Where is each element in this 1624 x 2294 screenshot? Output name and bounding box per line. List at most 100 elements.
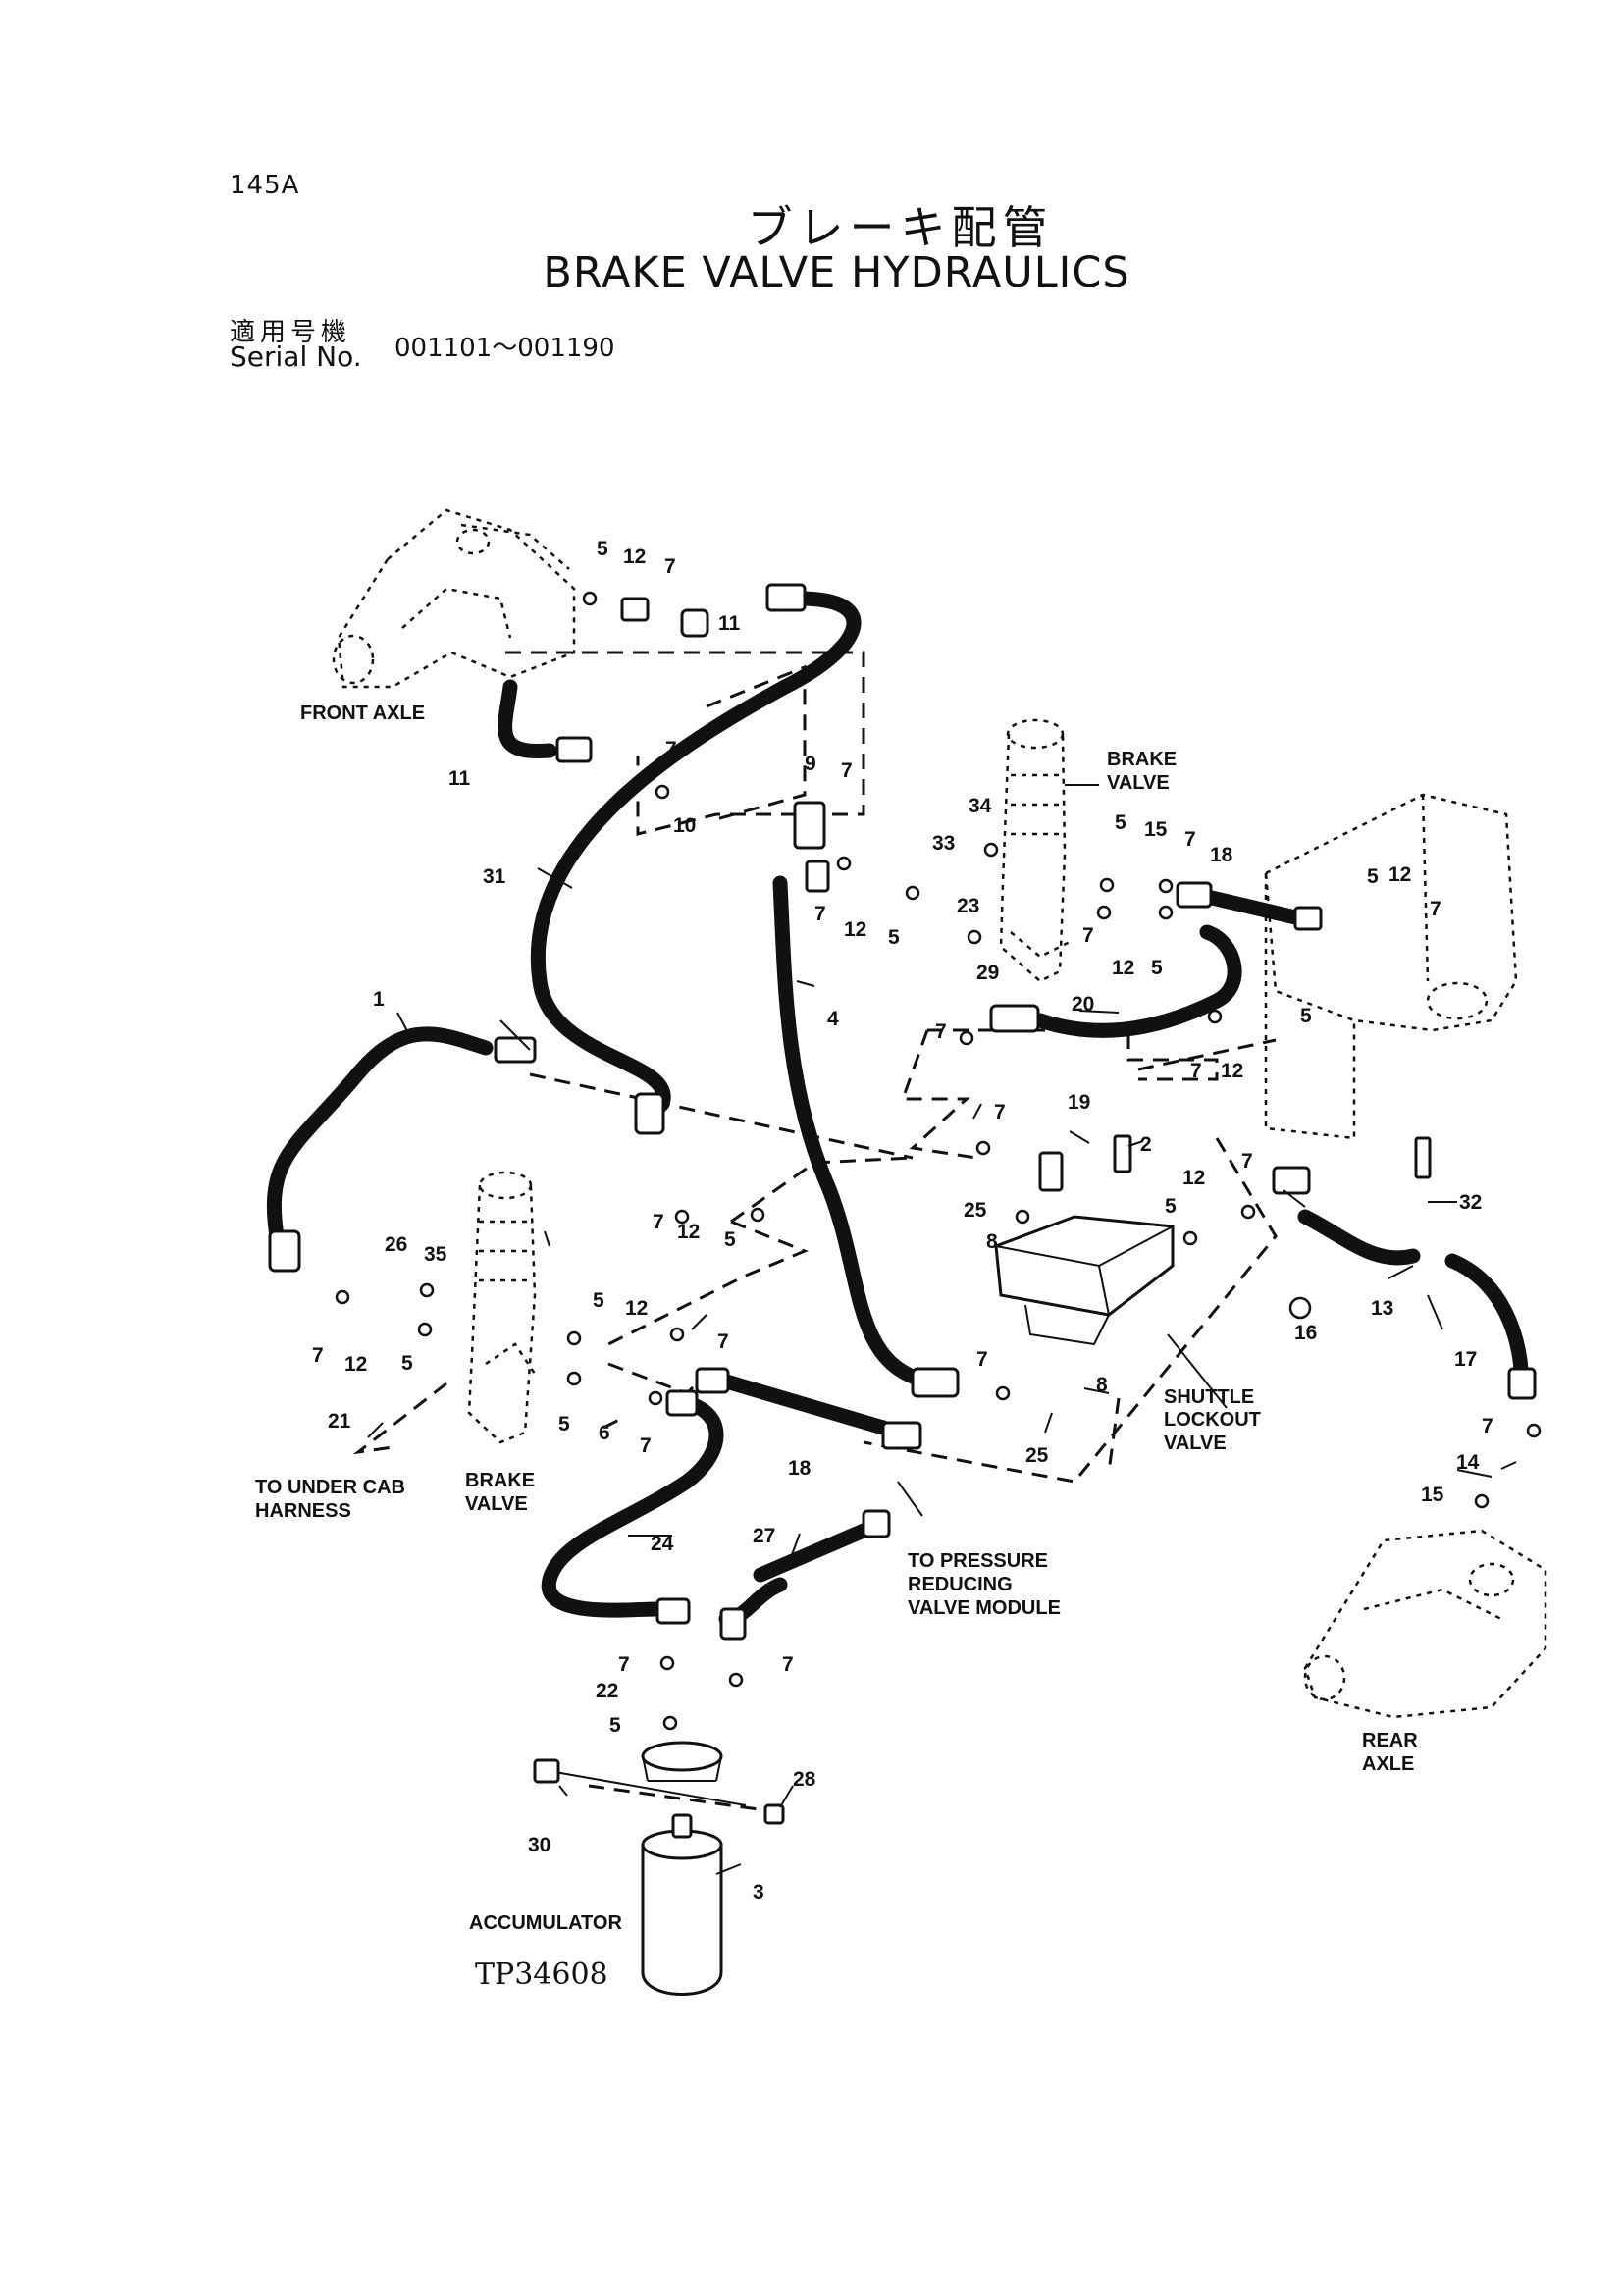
callout: 5 bbox=[1115, 811, 1126, 834]
callout: 26 bbox=[385, 1233, 407, 1256]
fittings bbox=[268, 583, 1537, 1641]
leader-lines bbox=[367, 784, 1517, 1875]
callout: 19 bbox=[1068, 1091, 1090, 1114]
callout: 5 bbox=[401, 1352, 413, 1375]
serial-label: Serial No. bbox=[230, 340, 362, 373]
callout: 5 bbox=[609, 1714, 621, 1737]
callout: 20 bbox=[1072, 993, 1094, 1016]
hose-18-bottom bbox=[708, 1371, 891, 1435]
serial-range: 001101～001190 bbox=[394, 334, 615, 363]
label-shuttle-1: SHUTTLE bbox=[1164, 1386, 1254, 1408]
callout: 30 bbox=[528, 1834, 550, 1856]
callout: 7 bbox=[312, 1344, 324, 1367]
hoses bbox=[266, 591, 1529, 1627]
callout: 1 bbox=[373, 988, 385, 1011]
callout: 7 bbox=[841, 759, 853, 782]
callout: 16 bbox=[1294, 1322, 1317, 1344]
callout: 21 bbox=[328, 1410, 351, 1433]
callout: 5 bbox=[1367, 865, 1379, 888]
callout: 5 bbox=[1300, 1005, 1312, 1027]
callout: 7 bbox=[976, 1348, 988, 1371]
callout: 7 bbox=[1184, 828, 1196, 851]
callout: 2 bbox=[1140, 1133, 1152, 1156]
label-pressure-3: VALVE MODULE bbox=[908, 1597, 1061, 1619]
page-code: 145A bbox=[230, 171, 300, 200]
callout: 18 bbox=[1210, 844, 1233, 866]
callout: 4 bbox=[827, 1008, 839, 1030]
drawing-reference: TP34608 bbox=[475, 1957, 608, 1992]
callout: 32 bbox=[1459, 1191, 1482, 1214]
callout: 11 bbox=[718, 612, 741, 635]
hose-20 bbox=[1032, 924, 1242, 1038]
label-pressure-2: REDUCING bbox=[908, 1574, 1013, 1595]
callout: 10 bbox=[673, 814, 696, 837]
callout: 7 bbox=[653, 1211, 664, 1233]
label-brake-valve-top-1: BRAKE bbox=[1107, 749, 1177, 770]
hose-18-top bbox=[1204, 890, 1303, 925]
label-brake-valve-left-2: VALVE bbox=[465, 1493, 528, 1515]
hose-1 bbox=[266, 1026, 494, 1244]
hose-27a bbox=[753, 1523, 871, 1583]
label-shuttle-2: LOCKOUT bbox=[1164, 1409, 1261, 1431]
label-rear-axle-1: REAR bbox=[1362, 1730, 1418, 1751]
callout: 23 bbox=[957, 895, 979, 917]
label-rear-axle-2: AXLE bbox=[1362, 1753, 1414, 1775]
callout: 18 bbox=[788, 1457, 812, 1480]
callout: 7 bbox=[994, 1101, 1006, 1123]
callout: 12 bbox=[625, 1297, 648, 1320]
callout: 22 bbox=[596, 1680, 618, 1702]
rear-axle-drawing bbox=[1303, 1529, 1547, 1719]
callout: 34 bbox=[969, 795, 992, 817]
label-pressure-1: TO PRESSURE bbox=[908, 1550, 1048, 1572]
page-title-japanese: ブレーキ配管 bbox=[747, 201, 1054, 254]
callout: 12 bbox=[623, 546, 646, 568]
callout: 25 bbox=[964, 1199, 987, 1222]
label-under-cab-1: TO UNDER CAB bbox=[255, 1477, 405, 1498]
callout: 11 bbox=[448, 767, 471, 790]
shuttle-lockout-valve-drawing bbox=[994, 1215, 1175, 1346]
callout: 25 bbox=[1025, 1444, 1049, 1467]
label-shuttle-3: VALVE bbox=[1164, 1433, 1227, 1454]
callout: 14 bbox=[1456, 1451, 1480, 1474]
component-captions: FRONT AXLE BRAKE VALVE SHUTTLE LOCKOUT V… bbox=[255, 703, 1418, 1934]
callout: 24 bbox=[651, 1533, 674, 1555]
callout: 12 bbox=[344, 1353, 367, 1376]
serial-label-japanese: 適用号機 bbox=[230, 318, 352, 347]
callout: 12 bbox=[1221, 1060, 1243, 1082]
callout: 12 bbox=[1112, 957, 1134, 979]
callout: 17 bbox=[1454, 1348, 1477, 1371]
callout: 5 bbox=[593, 1289, 604, 1312]
callout: 15 bbox=[1421, 1484, 1444, 1506]
callout: 6 bbox=[599, 1422, 610, 1444]
callout: 5 bbox=[724, 1228, 736, 1251]
callout: 31 bbox=[483, 865, 506, 888]
callout: 27 bbox=[753, 1525, 775, 1547]
callout: 7 bbox=[1082, 924, 1094, 947]
part-callouts: 5 12 7 11 11 7 9 7 10 31 34 33 5 15 7 18… bbox=[312, 538, 1493, 1903]
label-under-cab-2: HARNESS bbox=[255, 1500, 351, 1522]
callout: 9 bbox=[805, 753, 816, 775]
callout: 5 bbox=[1165, 1195, 1177, 1218]
brake-valve-top-drawing bbox=[999, 718, 1071, 983]
label-brake-valve-left-1: BRAKE bbox=[465, 1470, 535, 1491]
callout: 7 bbox=[618, 1653, 630, 1676]
callout: 28 bbox=[793, 1768, 816, 1791]
hose-24 bbox=[541, 1395, 724, 1618]
callout: 7 bbox=[814, 903, 826, 925]
hose-4 bbox=[772, 875, 925, 1386]
callout: 7 bbox=[1241, 1150, 1253, 1173]
label-brake-valve-top-2: VALVE bbox=[1107, 772, 1170, 794]
callout: 7 bbox=[1190, 1060, 1202, 1082]
callout: 5 bbox=[597, 538, 608, 560]
brake-valve-left-drawing bbox=[467, 1171, 537, 1444]
callout: 5 bbox=[888, 926, 900, 949]
callout: 8 bbox=[1096, 1374, 1108, 1396]
label-front-axle: FRONT AXLE bbox=[300, 703, 425, 724]
callout: 7 bbox=[640, 1434, 652, 1457]
callout: 12 bbox=[677, 1221, 700, 1243]
callout: 5 bbox=[1151, 957, 1163, 979]
hose-13 bbox=[1297, 1209, 1529, 1382]
callout: 15 bbox=[1144, 818, 1168, 841]
callout: 7 bbox=[935, 1020, 947, 1043]
